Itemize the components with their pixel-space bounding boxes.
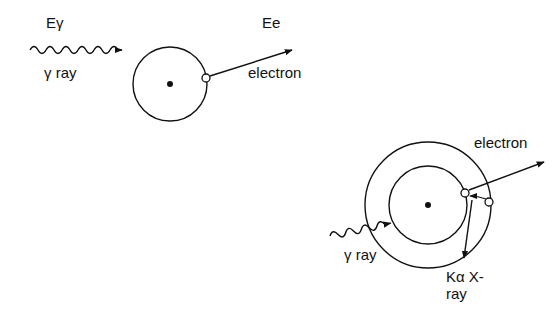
atom-two xyxy=(365,142,544,268)
xray-label: Kα X-ray xyxy=(446,268,492,303)
particle-label: electron xyxy=(248,64,301,81)
ray-label: γ ray xyxy=(344,246,377,263)
gamma-wave xyxy=(30,47,122,54)
ray-label: γ ray xyxy=(44,64,77,81)
energy-label: Ee xyxy=(262,14,280,31)
gamma-wave xyxy=(329,220,391,240)
particle-label: electron xyxy=(474,134,527,151)
atom-one xyxy=(133,47,292,121)
energy-label: Eγ xyxy=(46,14,64,31)
